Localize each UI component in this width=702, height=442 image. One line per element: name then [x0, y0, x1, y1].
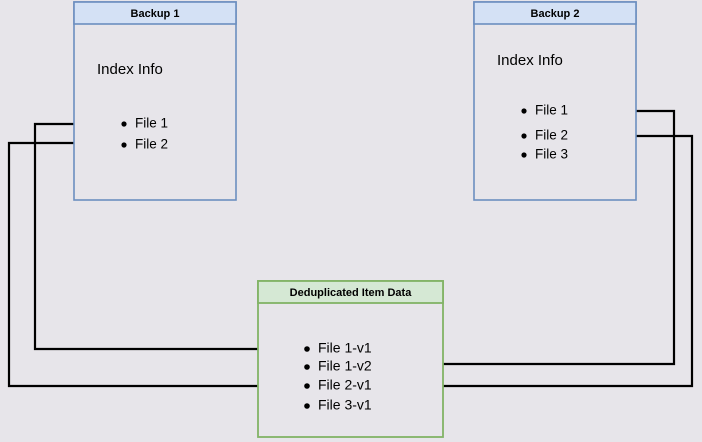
dedup-box-body: [257, 280, 444, 438]
dedup-item-label: File 1-v1: [318, 340, 372, 356]
backup1-box-header: [73, 1, 237, 25]
list-item[interactable]: File 1: [521, 103, 568, 118]
backup2-item-label: File 1: [535, 103, 568, 118]
bullet-icon: [304, 346, 310, 352]
bullet-icon: [121, 142, 127, 148]
backup1-box[interactable]: Backup 1 Index Info File 1 File 2: [73, 1, 237, 201]
list-item[interactable]: File 1: [121, 116, 168, 131]
dedup-item-label: File 3-v1: [318, 397, 372, 413]
bullet-icon: [304, 383, 310, 389]
backup1-item-label: File 1: [135, 116, 168, 131]
backup1-file-list: File 1 File 2: [121, 116, 168, 152]
bullet-icon: [304, 364, 310, 370]
dedup-file-list: File 1-v1 File 1-v2 File 2-v1 File 3-v1: [304, 340, 372, 413]
bullet-icon: [521, 152, 527, 158]
bullet-icon: [121, 121, 127, 127]
backup1-item-label: File 2: [135, 137, 168, 152]
list-item[interactable]: File 2: [521, 128, 568, 143]
list-item[interactable]: File 3: [521, 147, 568, 162]
bullet-icon: [304, 403, 310, 409]
backup2-item-label: File 2: [535, 128, 568, 143]
backup1-box-body: [73, 1, 237, 201]
backup2-box-header: [473, 1, 637, 25]
dedup-item-label: File 2-v1: [318, 377, 372, 393]
backup2-item-label: File 3: [535, 147, 568, 162]
list-item[interactable]: File 1-v1: [304, 340, 372, 356]
dedup-item-label: File 1-v2: [318, 358, 372, 374]
dedup-header-label: Deduplicated Item Data: [290, 287, 413, 299]
backup2-title: Index Info: [497, 52, 563, 69]
list-item[interactable]: File 3-v1: [304, 397, 372, 413]
dedup-box-header: [257, 280, 444, 304]
list-item[interactable]: File 2: [121, 137, 168, 152]
backup2-header-label: Backup 2: [531, 8, 580, 20]
backup1-title: Index Info: [97, 61, 163, 78]
bullet-icon: [521, 133, 527, 139]
bullet-icon: [521, 108, 527, 114]
backup1-header-label: Backup 1: [131, 8, 180, 20]
backup2-file-list: File 1 File 2 File 3: [521, 103, 568, 162]
backup2-box[interactable]: Backup 2 Index Info File 1 File 2 File 3: [473, 1, 637, 201]
dedup-box[interactable]: Deduplicated Item Data File 1-v1 File 1-…: [257, 280, 444, 438]
list-item[interactable]: File 1-v2: [304, 358, 372, 374]
backup2-box-body: [473, 1, 637, 201]
list-item[interactable]: File 2-v1: [304, 377, 372, 393]
